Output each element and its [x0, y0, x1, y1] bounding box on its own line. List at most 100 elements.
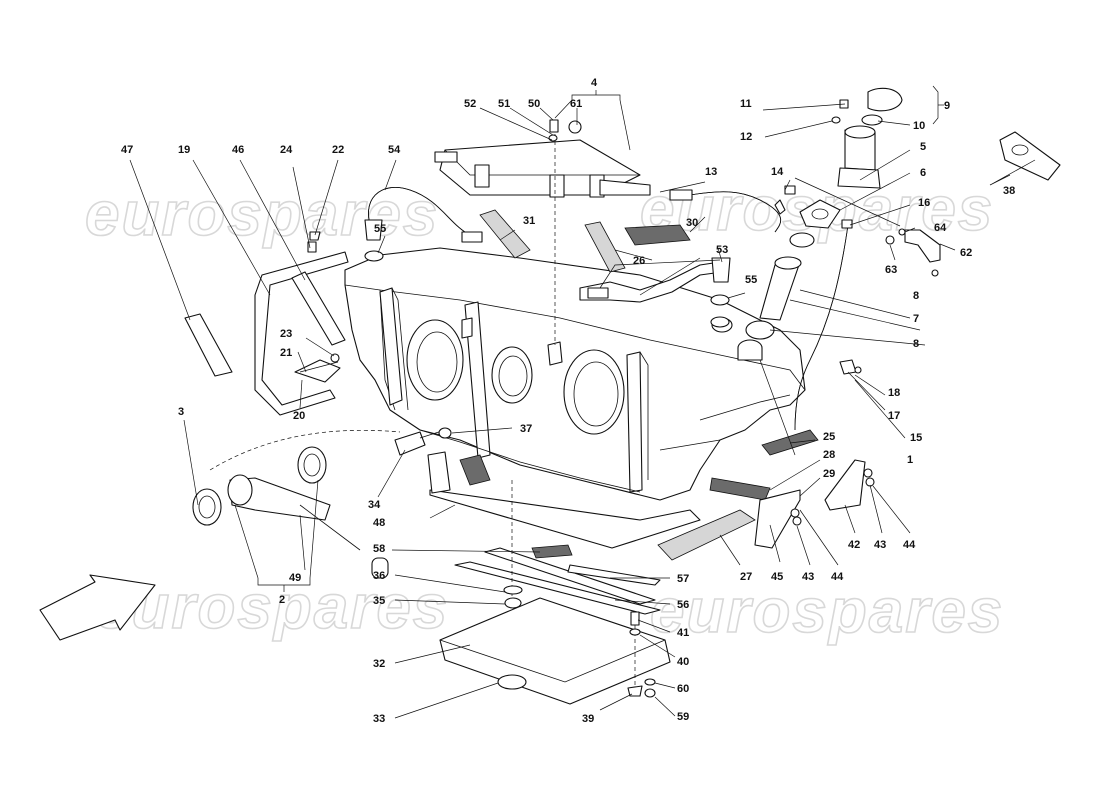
callout-15: 15: [910, 432, 922, 444]
callout-64: 64: [934, 222, 947, 234]
bracket-42: [824, 459, 866, 511]
drain-hose: [794, 219, 853, 431]
washer-43-right: [863, 468, 873, 478]
washer-64: [898, 228, 906, 236]
fitting-17: [839, 359, 857, 375]
callout-6: 6: [920, 167, 926, 179]
callout-61: 61: [570, 98, 582, 110]
callout-62: 62: [960, 247, 972, 259]
callout-57: 57: [677, 573, 689, 585]
washer-12: [831, 116, 841, 124]
pad-30: [624, 224, 691, 246]
callout-17: 17: [888, 410, 900, 422]
grommet-33: [497, 674, 527, 690]
watermark-top-left: eurospares: [85, 180, 439, 249]
callout-40: 40: [677, 656, 689, 668]
callout-22: 22: [332, 144, 344, 156]
callout-52: 52: [464, 98, 476, 110]
plate-48: [427, 451, 701, 549]
filler-cap-assembly: [745, 87, 903, 340]
bolt-23: [330, 353, 340, 363]
callout-20: 20: [293, 410, 305, 422]
pad-58: [531, 544, 573, 559]
return-hose: [579, 257, 731, 328]
callout-43a: 43: [874, 539, 886, 551]
callout-59: 59: [677, 711, 689, 723]
washer-43-left: [790, 508, 800, 518]
bracket-62: [904, 229, 941, 277]
callout-48: 48: [373, 517, 385, 529]
washer-36: [503, 585, 523, 595]
callout-31: 31: [523, 215, 535, 227]
pad-25: [761, 429, 819, 456]
clamp-21: [294, 359, 341, 383]
tank-opening-left: [406, 319, 464, 401]
callout-11: 11: [740, 98, 752, 110]
callout-1: 1: [907, 454, 913, 466]
callout-38: 38: [1003, 185, 1015, 197]
washer-37: [438, 427, 452, 439]
callout-41: 41: [677, 627, 689, 639]
breather-hose: [669, 189, 782, 233]
callout-13: 13: [705, 166, 717, 178]
callout-54: 54: [388, 144, 401, 156]
callout-33: 33: [373, 713, 385, 725]
callout-8a: 8: [913, 290, 919, 302]
callout-58: 58: [373, 543, 385, 555]
bolt-41: [630, 611, 640, 626]
callout-44a: 44: [903, 539, 916, 551]
callout-27: 27: [740, 571, 752, 583]
callout-49: 49: [289, 572, 301, 584]
direction-arrow: [39, 574, 156, 641]
callout-36: 36: [373, 570, 385, 582]
washer-40: [629, 628, 641, 636]
callout-12: 12: [740, 131, 752, 143]
pad-28: [709, 477, 771, 501]
callout-23: 23: [280, 328, 292, 340]
fuel-tank: [344, 247, 806, 501]
clip-39: [627, 685, 643, 697]
watermark-bottom-right: eurospares: [650, 577, 1004, 646]
callout-30: 30: [686, 217, 698, 229]
crossbar-56: [484, 547, 656, 605]
callout-2: 2: [279, 594, 285, 606]
callout-26: 26: [633, 255, 645, 267]
callout-43b: 43: [802, 571, 814, 583]
callout-5: 5: [920, 141, 926, 153]
callout-19: 19: [178, 144, 190, 156]
tank-opening-right: [563, 349, 625, 435]
nut-44-left: [792, 516, 802, 526]
pad-27: [657, 509, 756, 561]
tank-opening-center: [491, 346, 533, 404]
screw-50: [549, 119, 559, 133]
callout-35: 35: [373, 595, 385, 607]
crossbar-57b: [567, 564, 661, 586]
callout-37: 37: [520, 423, 532, 435]
callout-42: 42: [848, 539, 860, 551]
callout-55a: 55: [374, 223, 386, 235]
callout-45: 45: [771, 571, 783, 583]
strap-47: [184, 313, 233, 377]
pad-26: [584, 221, 626, 273]
callout-3: 3: [178, 406, 184, 418]
callout-14: 14: [771, 166, 784, 178]
callout-39: 39: [582, 713, 594, 725]
callout-32: 32: [373, 658, 385, 670]
washer-60: [644, 678, 656, 686]
crossbar-57: [454, 561, 661, 615]
bracket-19-strap: [254, 251, 349, 416]
fuel-pump-assembly: [192, 430, 401, 579]
callout-29: 29: [823, 468, 835, 480]
watermark-bottom-left: eurospares: [95, 573, 449, 642]
plate-32: [439, 597, 671, 705]
callout-50: 50: [528, 98, 540, 110]
callout-44b: 44: [831, 571, 844, 583]
nut-63: [885, 235, 895, 245]
callout-16: 16: [918, 197, 930, 209]
callout-56: 56: [677, 599, 689, 611]
grommet-35: [504, 597, 522, 609]
bracket-46: [291, 271, 346, 346]
callout-28: 28: [823, 449, 835, 461]
callout-21: 21: [280, 347, 292, 359]
